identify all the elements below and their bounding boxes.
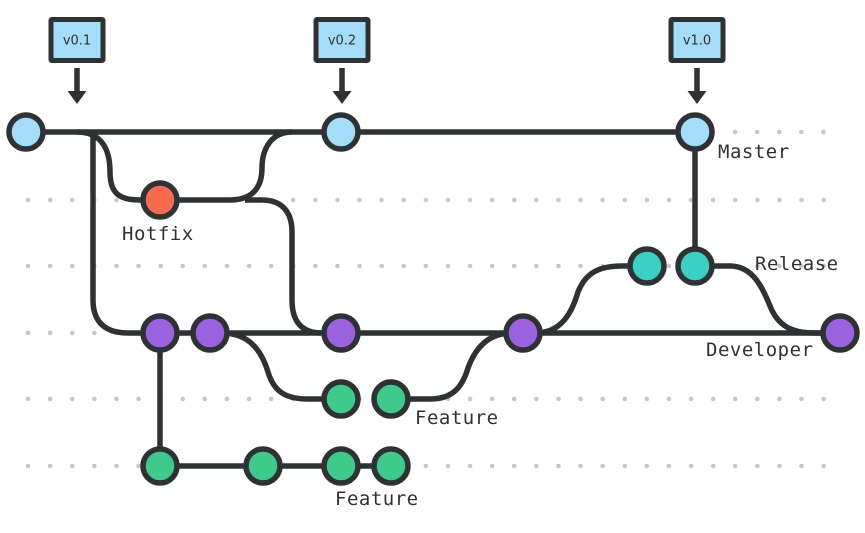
commit-node-master[interactable] [675, 112, 715, 152]
arrow-down-icon [687, 68, 707, 104]
commit-node-developer[interactable] [321, 313, 361, 353]
hotfix-merge-to-master [160, 129, 293, 203]
version-tag-label: v0.2 [328, 34, 356, 49]
commit-node-release[interactable] [675, 246, 715, 286]
branch-label-release: Release [755, 253, 839, 275]
version-tag-v0-1[interactable]: v0.1 [48, 17, 106, 63]
commit-node-feature-upper[interactable] [371, 379, 411, 419]
commit-node-developer[interactable] [190, 313, 230, 353]
arrow-down-icon [332, 68, 352, 104]
branch-labels: MasterHotfixReleaseDeveloperFeatureFeatu… [122, 141, 839, 510]
commit-node-feature-lower[interactable] [321, 446, 361, 486]
branch-label-master: Master [718, 141, 790, 163]
commit-nodes [6, 112, 860, 486]
commit-node-feature-lower[interactable] [371, 446, 411, 486]
commit-node-master[interactable] [6, 112, 46, 152]
version-tag-label: v0.1 [63, 34, 91, 49]
branch-label-feature-lower: Feature [335, 488, 419, 510]
version-tag-label: v1.0 [683, 34, 711, 49]
arrow-down-icon [67, 68, 87, 104]
release-merge-to-developer [695, 263, 840, 336]
commit-node-developer[interactable] [503, 313, 543, 353]
hotfix-down-to-developer [245, 197, 341, 336]
branch-label-hotfix: Hotfix [122, 223, 194, 245]
branch-label-developer: Developer [706, 339, 813, 361]
branch-label-feature-upper: Feature [415, 407, 499, 429]
developer-to-release [534, 263, 647, 336]
commit-node-developer[interactable] [140, 313, 180, 353]
version-tag-v0-2[interactable]: v0.2 [313, 17, 371, 63]
commit-node-hotfix[interactable] [140, 180, 180, 220]
developer-to-feature-upper [221, 330, 341, 402]
commit-node-developer[interactable] [820, 313, 860, 353]
version-tag-v1-0[interactable]: v1.0 [668, 17, 726, 63]
commit-node-release[interactable] [627, 246, 667, 286]
commit-node-feature-upper[interactable] [321, 379, 361, 419]
commit-node-feature-lower[interactable] [140, 446, 180, 486]
version-tags: v0.1 v0.2 v1.0 [48, 17, 726, 104]
commit-node-feature-lower[interactable] [243, 446, 283, 486]
feature-upper-merge-dev [391, 330, 513, 402]
master-down-to-developer [90, 132, 160, 336]
commit-node-master[interactable] [321, 112, 361, 152]
